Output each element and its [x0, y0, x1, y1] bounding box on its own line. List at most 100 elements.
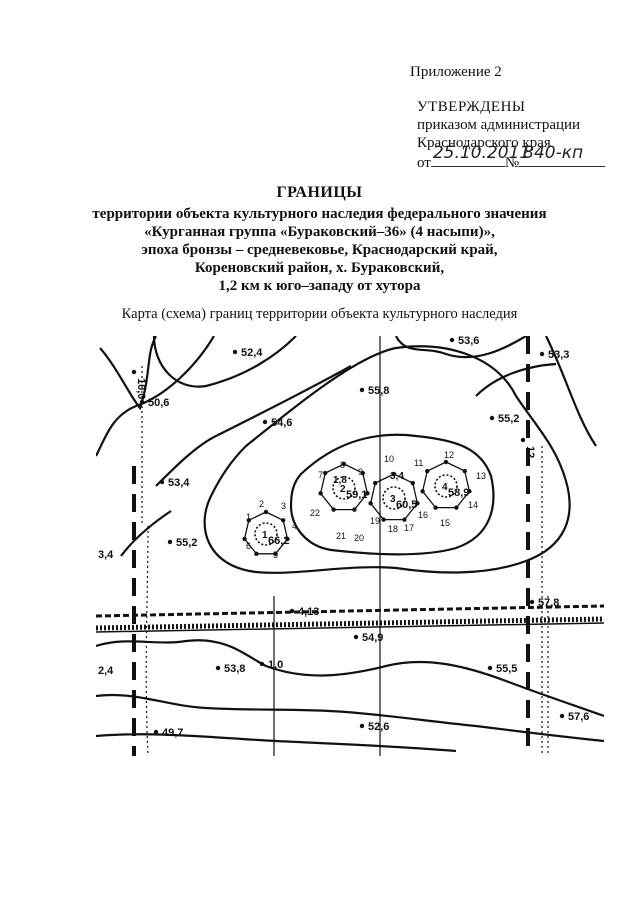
boundary-map: 52,450,654,653,455,23,455,855,253,353,65… — [96, 336, 604, 756]
svg-text:55,2: 55,2 — [498, 413, 519, 425]
mound-elevation: 60,5 — [396, 499, 417, 511]
boundary-point-label: 9 — [358, 467, 363, 477]
boundary-point-label: 5 — [273, 550, 278, 560]
elevation-mark: 12 — [520, 437, 536, 458]
boundary-point-label: 15 — [440, 518, 450, 528]
boundary-point-label: 14 — [468, 500, 478, 510]
svg-text:4,13: 4,13 — [298, 606, 319, 618]
svg-text:57,6: 57,6 — [568, 711, 589, 723]
svg-text:53,8: 53,8 — [224, 663, 245, 675]
elevation-mark: 57,6 — [559, 711, 589, 723]
date-prefix: от — [417, 155, 431, 171]
svg-text:50,6: 50,6 — [148, 397, 169, 409]
boundary-point-label: 1 — [246, 512, 251, 522]
elevation-mark: 52,4 — [232, 347, 263, 359]
dotted-tracks — [141, 366, 549, 756]
approval-number: 840-кп — [523, 143, 584, 163]
elevation-mark: 53,8 — [215, 663, 245, 675]
boundary-point-label: 12 — [444, 450, 454, 460]
mound-number: 3 — [390, 494, 396, 505]
title-line-3: эпоха бронзы – средневековье, Краснодарс… — [141, 242, 498, 258]
boundary-point-label: 2 — [259, 499, 264, 509]
title-line-2: «Курганная группа «Бураковский–36» (4 на… — [144, 224, 495, 240]
boundary-point-label: 22 — [310, 508, 320, 518]
mound-elevation-extra: 3,4 — [390, 471, 404, 482]
boundary-point-label: 21 — [336, 531, 346, 541]
svg-text:55,8: 55,8 — [368, 385, 389, 397]
title-line-5: 1,2 км к юго–западу от хутора — [218, 278, 421, 294]
boundary-point-label: 6 — [246, 541, 251, 551]
boundary-point-label: 4 — [292, 521, 297, 531]
elevation-mark: 55,2 — [167, 537, 197, 549]
mound-elevation: 59,1 — [346, 489, 367, 501]
mound-number: 2 — [340, 484, 346, 495]
elevation-mark: 54,6 — [262, 417, 292, 429]
elevation-mark: 50,6 — [139, 397, 169, 409]
elevation-mark: 57,8 — [529, 597, 559, 609]
svg-text:55,5: 55,5 — [496, 663, 517, 675]
svg-text:57,8: 57,8 — [538, 597, 559, 609]
map-caption: Карта (схема) границ территории объекта … — [121, 306, 518, 322]
svg-text:54,6: 54,6 — [271, 417, 292, 429]
svg-text:3,4: 3,4 — [98, 549, 114, 561]
boundary-point-label: 13 — [476, 471, 486, 481]
elevation-mark: 54,9 — [353, 632, 383, 644]
elevation-mark: 53,6 — [449, 336, 479, 347]
boundary-point-label: 17 — [404, 523, 414, 533]
boundary-point-label: 3 — [281, 501, 286, 511]
svg-text:53,4: 53,4 — [168, 477, 190, 489]
boundary-point-label: 19 — [370, 516, 380, 526]
elevation-mark: 1,0 — [259, 659, 283, 671]
approved-line-2: Краснодарского края — [417, 135, 551, 151]
approved-title: УТВЕРЖДЕНЫ — [417, 99, 526, 115]
elevation-mark: 4,13 — [289, 606, 319, 618]
title-line-4: Кореновский район, х. Бураковский, — [194, 260, 445, 276]
mound-elevation: 66,2 — [268, 535, 289, 547]
svg-text:52,4: 52,4 — [241, 347, 263, 359]
appendix-label: Приложение 2 — [410, 64, 502, 80]
mound-number: 4 — [442, 482, 448, 493]
approval-block: УТВЕРЖДЕНЫ приказом администрации Красно… — [417, 98, 606, 172]
elevation-mark: 3,4 — [98, 549, 114, 561]
date-underline: 25.10.2011 — [430, 144, 530, 167]
svg-text:52,6: 52,6 — [368, 721, 389, 733]
svg-text:53,6: 53,6 — [458, 336, 479, 347]
boundary-point-label: 10 — [384, 454, 394, 464]
approved-line-1: приказом администрации — [417, 117, 581, 133]
elevation-markers: 52,450,654,653,455,23,455,855,253,353,65… — [98, 336, 589, 739]
boundary-road — [96, 604, 604, 633]
boundary-point-label: 11 — [414, 458, 423, 468]
elevation-mark: 52,6 — [359, 721, 389, 733]
approval-date: 25.10.2011 — [432, 143, 531, 163]
elevation-mark: 55,5 — [487, 663, 517, 675]
grid-lines — [273, 336, 381, 756]
svg-text:49,7: 49,7 — [162, 727, 183, 739]
boundary-point-label: 18 — [388, 524, 398, 534]
number-sign: № — [504, 155, 520, 171]
svg-text:12: 12 — [524, 446, 536, 458]
mound-elevation: 58,9 — [448, 487, 469, 499]
elevation-mark: 2,4 — [98, 665, 114, 677]
svg-text:55,2: 55,2 — [176, 537, 197, 549]
boundary-point-label: 7 — [318, 470, 323, 480]
elevation-mark: 53,3 — [539, 349, 569, 361]
title-heading: ГРАНИЦЫ — [276, 184, 363, 201]
boundary-point-label: 16 — [418, 510, 428, 520]
boundary-dashed-lines — [132, 336, 530, 756]
mound-number: 1 — [262, 530, 268, 541]
svg-text:1,0: 1,0 — [268, 659, 283, 671]
boundary-point-label: 20 — [354, 533, 364, 543]
title-line-1: территории объекта культурного наследия … — [92, 206, 547, 222]
elevation-mark: 53,4 — [159, 477, 190, 489]
number-underline: 840-кп — [519, 144, 606, 167]
elevation-mark: 55,2 — [489, 413, 519, 425]
svg-text:54,9: 54,9 — [362, 632, 383, 644]
mound-elevation-extra: 1,8 — [333, 475, 347, 486]
